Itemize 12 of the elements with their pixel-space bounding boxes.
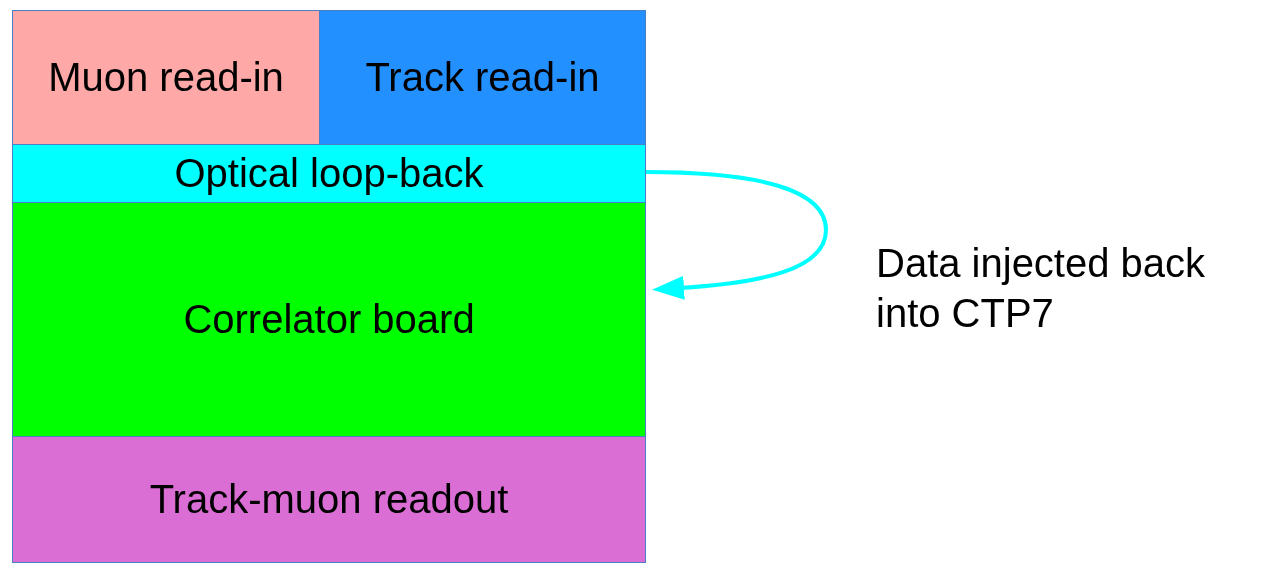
note-text: Data injected back into CTP7 xyxy=(876,240,1207,337)
block-label: Optical loop-back xyxy=(174,151,484,196)
block-label: Track-muon readout xyxy=(149,477,509,522)
block-label: Correlator board xyxy=(183,297,475,342)
block-box xyxy=(12,144,646,203)
block-box xyxy=(12,10,320,145)
block-box xyxy=(12,202,646,437)
block-label: Muon read-in xyxy=(48,55,284,100)
block-box xyxy=(12,436,646,563)
block-label: Track read-in xyxy=(365,55,600,100)
arrow xyxy=(645,170,828,300)
block-box xyxy=(319,10,646,145)
